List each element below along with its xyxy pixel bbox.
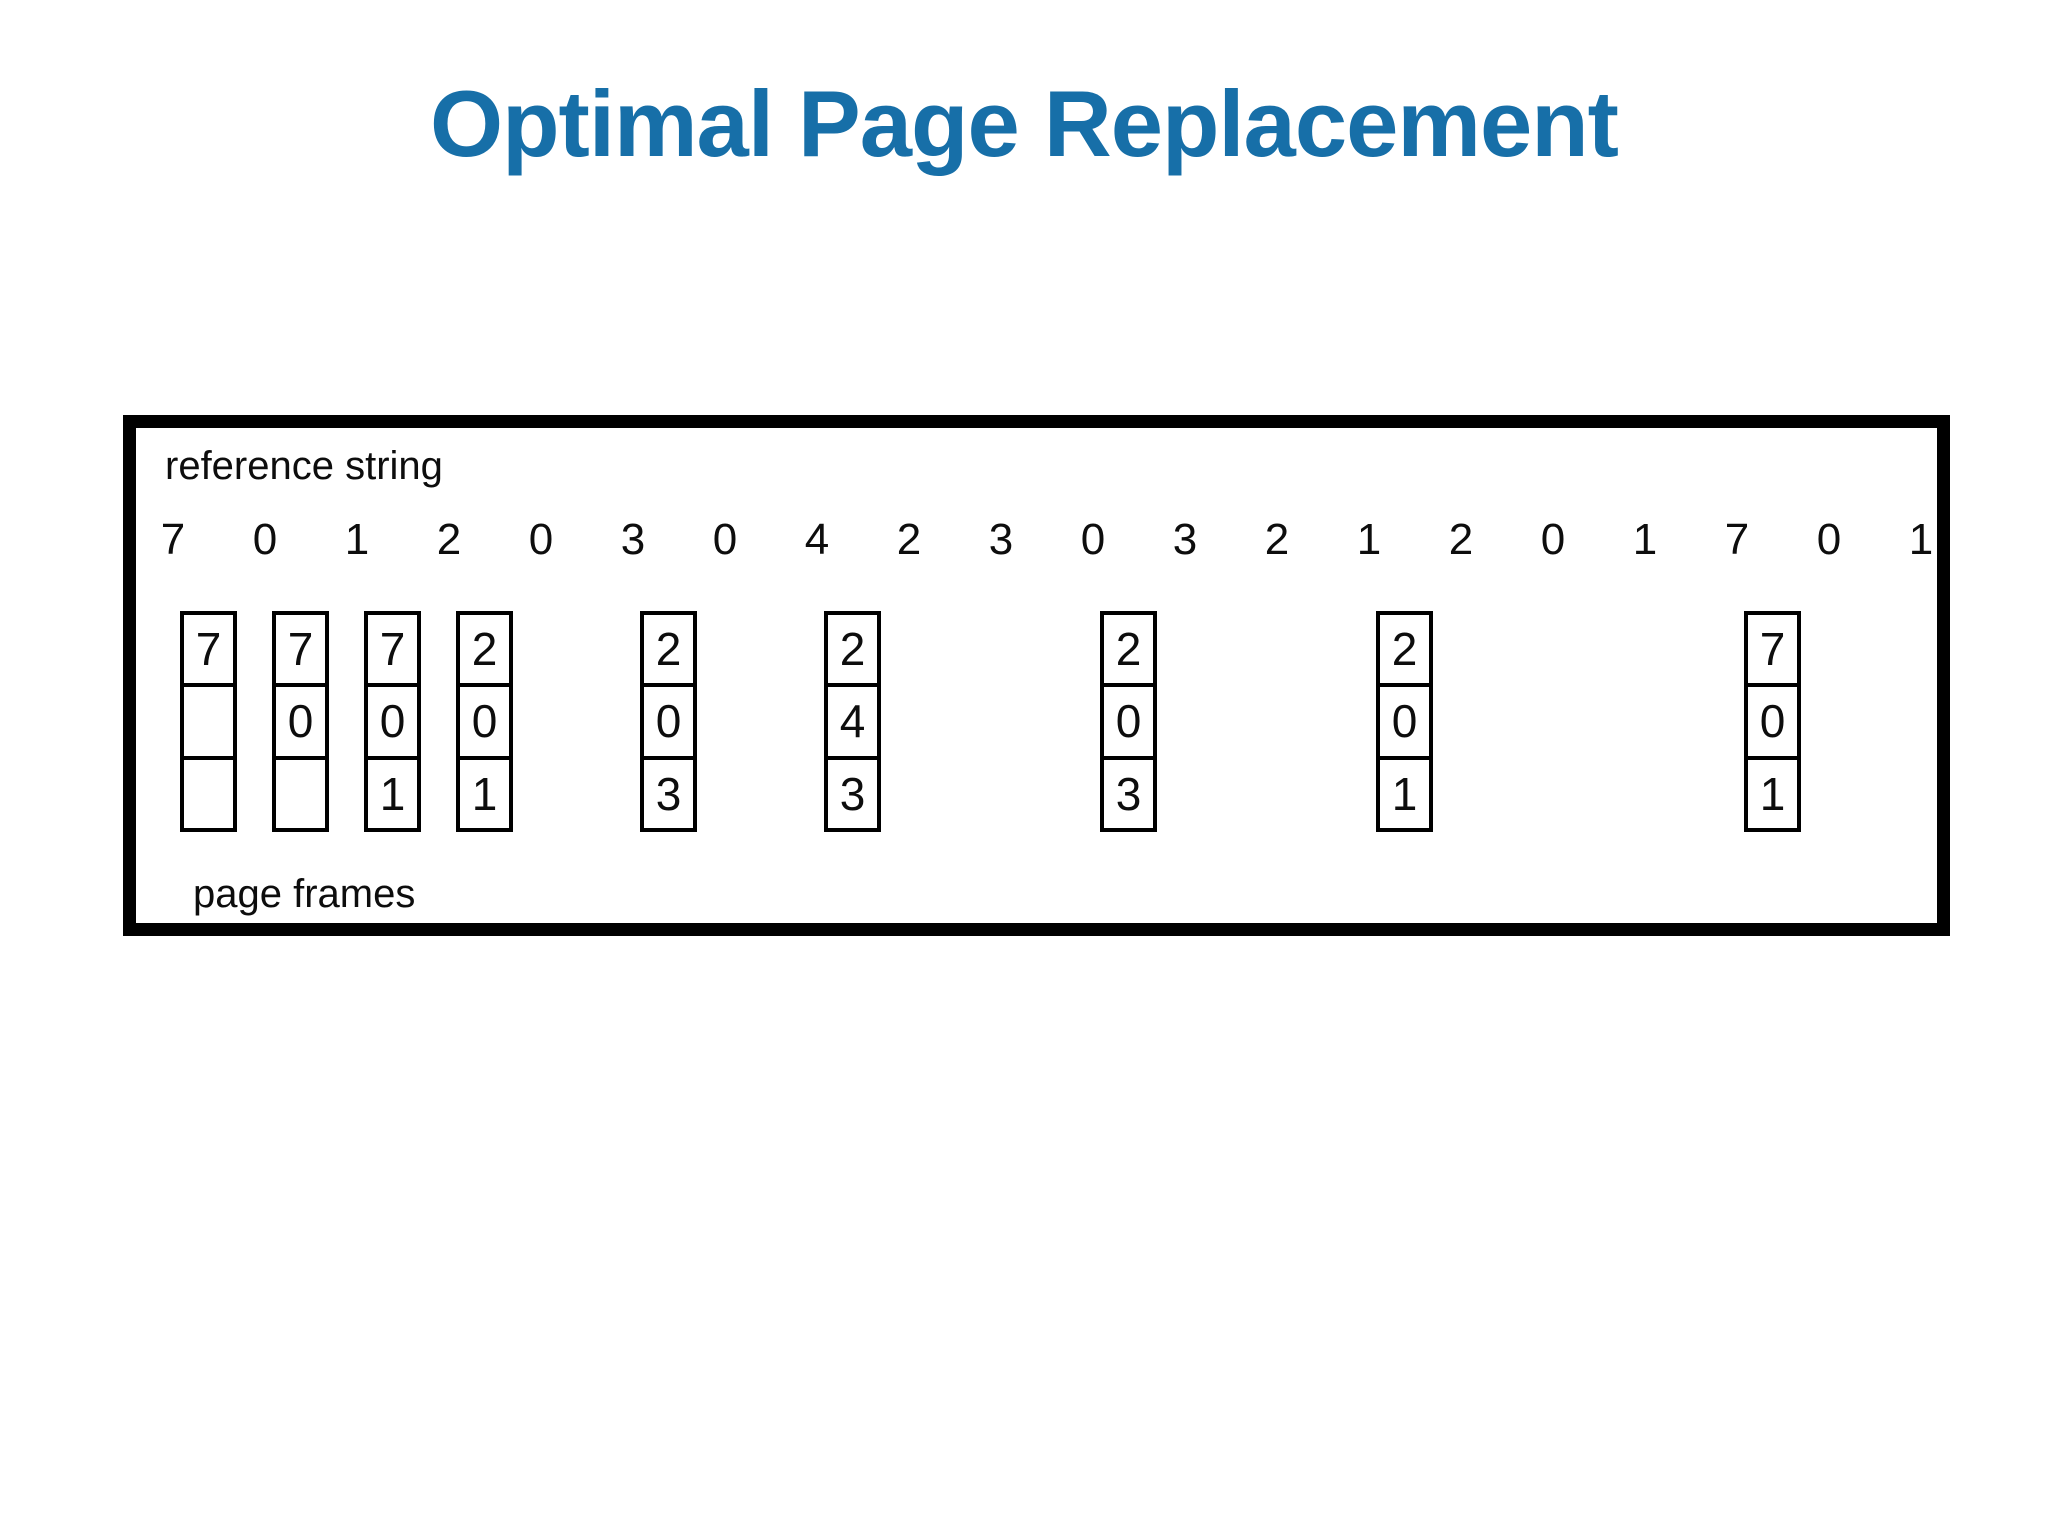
frame-column: 7 [180,611,237,832]
frame-cell: 3 [644,755,693,828]
reference-number: 7 [160,515,186,564]
frame-cell: 1 [460,755,509,828]
frame-cell: 0 [1104,683,1153,755]
reference-string-label: reference string [165,444,443,488]
frame-cell [276,755,325,828]
slide-title: Optimal Page Replacement [430,71,1619,176]
frame-cell: 7 [287,623,314,676]
reference-number: 2 [436,515,462,564]
frame-cell: 0 [644,683,693,755]
reference-number: 2 [896,515,922,564]
reference-number: 1 [344,515,370,564]
reference-number: 1 [1908,515,1934,564]
frame-cell: 3 [828,755,877,828]
reference-number: 0 [1540,515,1566,564]
frame-cell: 0 [1748,683,1797,755]
frame-cell: 2 [655,623,682,676]
reference-number: 0 [1816,515,1842,564]
frame-cell: 2 [1391,623,1418,676]
frame-cell: 1 [368,755,417,828]
frame-cell: 2 [471,623,498,676]
frame-cell: 7 [379,623,406,676]
frame-cell: 2 [1115,623,1142,676]
reference-number: 2 [1448,515,1474,564]
frame-cell: 4 [828,683,877,755]
frame-cell [184,683,233,755]
reference-number: 0 [528,515,554,564]
reference-number: 1 [1356,515,1382,564]
frame-cell: 1 [1748,755,1797,828]
reference-number: 3 [620,515,646,564]
frame-cell: 7 [1759,623,1786,676]
reference-number: 2 [1264,515,1290,564]
frame-cell: 1 [1380,755,1429,828]
frame-cell: 0 [460,683,509,755]
reference-number: 3 [988,515,1014,564]
frame-cell [184,755,233,828]
reference-number: 4 [804,515,830,564]
reference-number: 0 [712,515,738,564]
page-frames-label: page frames [193,872,416,916]
reference-number: 3 [1172,515,1198,564]
frame-cell: 0 [276,683,325,755]
reference-number: 0 [1080,515,1106,564]
reference-number: 0 [252,515,278,564]
frame-cell: 3 [1104,755,1153,828]
reference-number: 1 [1632,515,1658,564]
reference-number: 7 [1724,515,1750,564]
frame-cell: 0 [368,683,417,755]
reference-string-row: 7 0 1 2 0 3 0 4 2 3 0 3 2 1 2 0 1 7 0 1 [136,516,1937,564]
frame-cell: 2 [839,623,866,676]
frame-cell: 7 [195,623,222,676]
frame-cell: 0 [1380,683,1429,755]
